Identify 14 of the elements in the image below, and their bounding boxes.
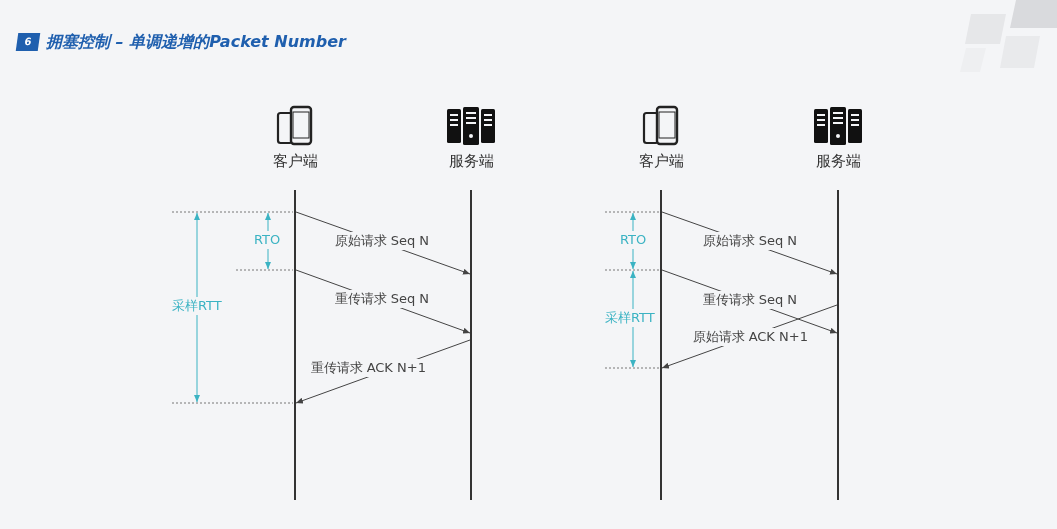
participant-label: 客户端 bbox=[637, 152, 685, 170]
participant-label: 客户端 bbox=[271, 152, 319, 170]
number-badge: 6 bbox=[15, 33, 41, 51]
lifeline bbox=[660, 190, 662, 500]
participant-label: 服务端 bbox=[447, 152, 495, 170]
dimension-label: RTO bbox=[254, 231, 281, 249]
title: 拥塞控制 – 单调递增的Packet Number bbox=[46, 32, 346, 52]
lifeline bbox=[470, 190, 472, 500]
lifeline bbox=[837, 190, 839, 500]
dimension-label: 采样RTT bbox=[605, 309, 655, 327]
dimension-label: 采样RTT bbox=[172, 297, 222, 315]
participant-label: 服务端 bbox=[814, 152, 862, 170]
dimension-label: RTO bbox=[620, 231, 647, 249]
lifeline bbox=[294, 190, 296, 500]
